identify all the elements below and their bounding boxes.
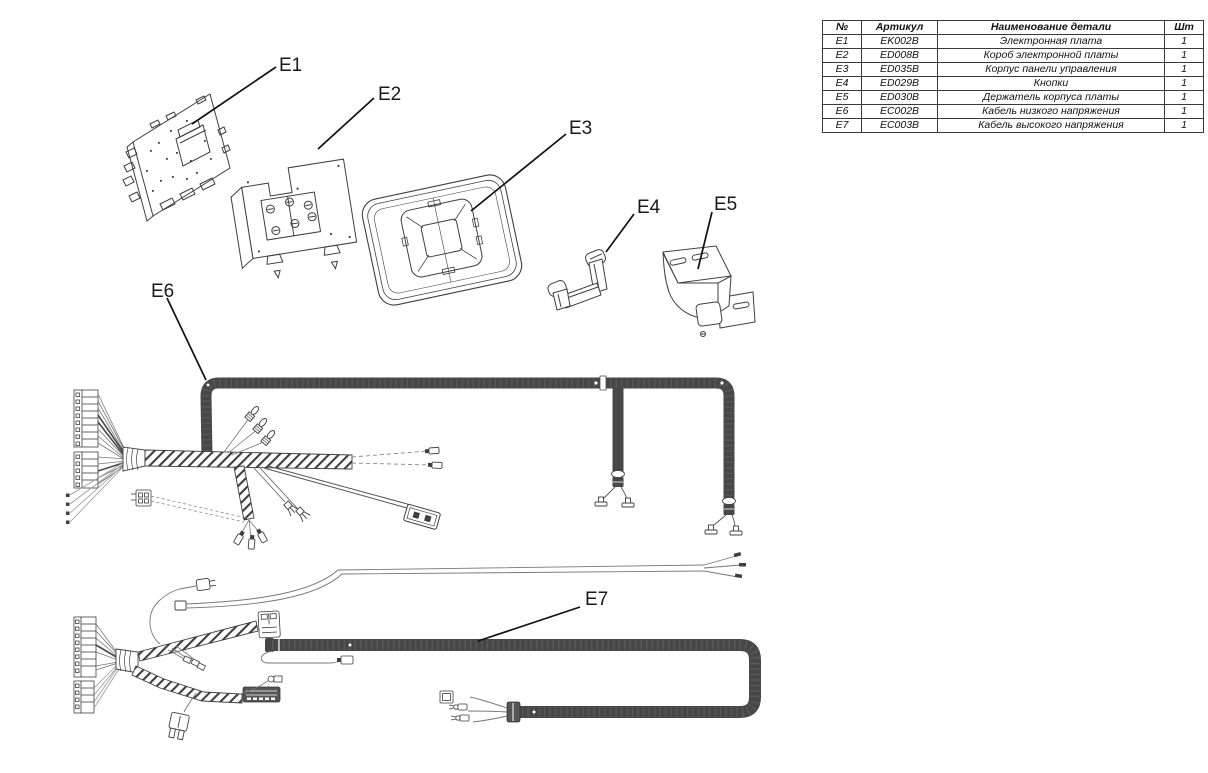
cell-part-name: Электронная плата — [937, 34, 1165, 49]
cell-part-name: Держатель корпуса платы — [937, 90, 1165, 105]
leader-lines — [166, 66, 713, 642]
e7-lower-trunk — [131, 665, 243, 704]
label-e7: E7 — [585, 589, 608, 610]
cell-article: EK002B — [861, 34, 938, 49]
e6-bulb-branch — [223, 404, 278, 456]
table-row: E7 EC003B Кабель высокого напряжения 1 — [822, 118, 1204, 133]
label-e6: E6 — [151, 281, 174, 302]
cell-part-name: Корпус панели управления — [937, 62, 1165, 77]
screw-bosses — [265, 197, 317, 236]
e7-pigtails — [167, 645, 207, 671]
e7-thin-wire-assembly — [149, 552, 746, 645]
leader-e2 — [317, 97, 375, 150]
label-e1: E1 — [279, 55, 302, 76]
header-number: № — [822, 20, 862, 35]
header-article: Артикул — [861, 20, 938, 35]
cell-article: EC003B — [861, 118, 938, 133]
parts-table: № Артикул Наименование детали Шт E1 EK00… — [822, 20, 1204, 133]
header-part-name: Наименование детали — [937, 20, 1165, 35]
cell-number: E3 — [822, 62, 862, 77]
table-row: E5 ED030B Держатель корпуса платы 1 — [822, 90, 1204, 105]
e6-multipin-connector-upper — [73, 389, 99, 448]
e7-white-connector — [257, 610, 281, 639]
e7-multipin-connector-lower — [73, 680, 95, 714]
table-row: E2 ED008B Короб электронной платы 1 — [822, 48, 1204, 63]
cell-article: ED008B — [861, 48, 938, 63]
leader-e4 — [605, 213, 635, 253]
label-e5: E5 — [714, 194, 737, 215]
e7-multipin-connector-upper — [73, 616, 97, 678]
part-labels: E1 E2 E3 E4 E5 E6 E7 — [151, 55, 737, 610]
cell-number: E6 — [822, 104, 862, 119]
leader-e1 — [191, 66, 277, 125]
leader-e6 — [166, 297, 207, 381]
cell-qty: 1 — [1164, 34, 1204, 49]
cell-part-name: Кабель высокого напряжения — [937, 118, 1165, 133]
e6-hatched-drop — [232, 465, 269, 550]
cell-number: E7 — [822, 118, 862, 133]
e7-ring-terminal — [239, 675, 283, 695]
leader-e5 — [697, 211, 713, 270]
e7-fan-wires — [93, 623, 120, 709]
e6-multipin-connector-lower — [73, 451, 99, 489]
table-header-row: № Артикул Наименование детали Шт — [822, 20, 1204, 35]
label-e4: E4 — [637, 197, 661, 218]
cell-article: EC002B — [861, 104, 938, 119]
e7-y-plug — [168, 692, 197, 741]
leader-e3 — [470, 133, 567, 212]
cell-qty: 1 — [1164, 62, 1204, 77]
cell-part-name: Кабель низкого напряжения — [937, 104, 1165, 119]
e7-dark-connector — [242, 686, 281, 703]
cell-part-name: Кнопки — [937, 76, 1165, 91]
leader-e7 — [477, 606, 581, 642]
cell-article: ED030B — [861, 90, 938, 105]
e6-hatched-trunk — [144, 449, 353, 470]
table-row: E1 EK002B Электронная плата 1 — [822, 34, 1204, 49]
part-e2-board-box — [230, 158, 358, 279]
header-qty: Шт — [1164, 20, 1204, 35]
e7-thick-cable — [260, 638, 761, 723]
cell-qty: 1 — [1164, 90, 1204, 105]
cell-number: E1 — [822, 34, 862, 49]
part-e6-low-voltage-harness — [66, 375, 743, 550]
e7-upper-trunk — [137, 620, 259, 662]
pcb-components — [146, 120, 212, 192]
table-row: E6 EC002B Кабель низкого напряжения 1 — [822, 104, 1204, 119]
e6-fan-wires — [66, 393, 128, 524]
part-e1-electronic-board — [122, 93, 231, 222]
e6-thick-cable — [200, 375, 743, 536]
table-row: E3 ED035B Корпус панели управления 1 — [822, 62, 1204, 77]
part-e3-panel-housing — [361, 174, 523, 306]
cell-qty: 1 — [1164, 76, 1204, 91]
label-e3: E3 — [569, 118, 592, 139]
e6-fork-branch — [253, 467, 311, 523]
e6-small-connector — [131, 489, 247, 523]
cell-number: E4 — [822, 76, 862, 91]
cell-article: ED029B — [861, 76, 938, 91]
e6-right-spades — [351, 446, 443, 469]
cell-qty: 1 — [1164, 48, 1204, 63]
part-e4-buttons — [547, 249, 608, 311]
cell-qty: 1 — [1164, 104, 1204, 119]
label-e2: E2 — [378, 84, 401, 105]
cell-number: E2 — [822, 48, 862, 63]
e6-long-branch-connector — [263, 465, 441, 530]
cell-article: ED035B — [861, 62, 938, 77]
cell-part-name: Короб электронной платы — [937, 48, 1165, 63]
part-e5-holder — [662, 245, 756, 337]
table-row: E4 ED029B Кнопки 1 — [822, 76, 1204, 91]
cell-number: E5 — [822, 90, 862, 105]
cell-qty: 1 — [1164, 118, 1204, 133]
part-e7-high-voltage-harness — [73, 552, 761, 741]
